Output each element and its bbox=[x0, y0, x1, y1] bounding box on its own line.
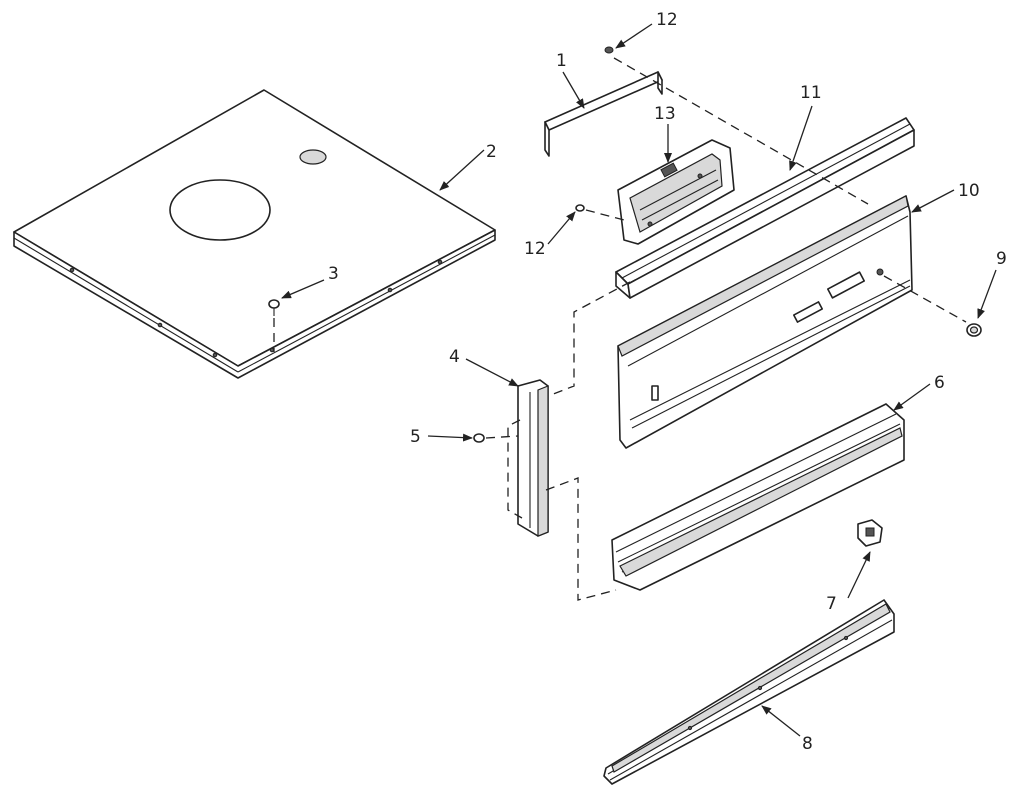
svg-text:2: 2 bbox=[486, 142, 497, 162]
callout-10: 10 bbox=[911, 181, 980, 213]
callout-11: 11 bbox=[789, 83, 822, 171]
svg-text:7: 7 bbox=[826, 594, 837, 614]
svg-text:5: 5 bbox=[410, 427, 421, 447]
svg-text:1: 1 bbox=[556, 51, 567, 71]
callout-3: 3 bbox=[281, 264, 339, 299]
control-assembly-part-13 bbox=[617, 139, 735, 245]
svg-text:4: 4 bbox=[449, 347, 460, 367]
callout-9: 9 bbox=[977, 249, 1007, 319]
callout-12-top: 12 bbox=[615, 10, 678, 49]
svg-text:11: 11 bbox=[800, 83, 822, 103]
callout-1: 1 bbox=[556, 51, 585, 109]
lower-trim-part-6 bbox=[611, 403, 905, 591]
screw-part-12-mid bbox=[575, 204, 625, 221]
svg-text:10: 10 bbox=[958, 181, 980, 201]
clip-part-7 bbox=[857, 519, 883, 547]
control-panel-part-10 bbox=[617, 195, 967, 449]
svg-text:13: 13 bbox=[654, 104, 676, 124]
knob-part-9 bbox=[966, 323, 982, 337]
svg-text:12: 12 bbox=[524, 239, 546, 259]
rail-part-11 bbox=[615, 117, 915, 299]
svg-text:12: 12 bbox=[656, 10, 678, 30]
bottom-strip-part-8 bbox=[603, 599, 895, 785]
top-panel bbox=[13, 89, 496, 379]
screw-part-12-top bbox=[604, 46, 614, 54]
callout-7: 7 bbox=[826, 551, 871, 614]
svg-text:8: 8 bbox=[802, 734, 813, 754]
svg-text:9: 9 bbox=[996, 249, 1007, 269]
callout-5: 5 bbox=[410, 427, 473, 447]
screw-part-5 bbox=[473, 433, 485, 443]
bracket-part-1 bbox=[544, 71, 663, 157]
callout-13: 13 bbox=[654, 104, 676, 163]
callout-12-mid: 12 bbox=[524, 211, 576, 259]
callout-6: 6 bbox=[893, 373, 945, 411]
callout-4: 4 bbox=[449, 347, 519, 387]
svg-text:3: 3 bbox=[328, 264, 339, 284]
callout-8: 8 bbox=[761, 705, 813, 754]
callout-2: 2 bbox=[439, 142, 497, 191]
svg-text:6: 6 bbox=[934, 373, 945, 393]
side-bracket-part-4 bbox=[517, 379, 549, 537]
assembly-lines bbox=[485, 57, 869, 601]
screw-part-3 bbox=[268, 299, 280, 352]
